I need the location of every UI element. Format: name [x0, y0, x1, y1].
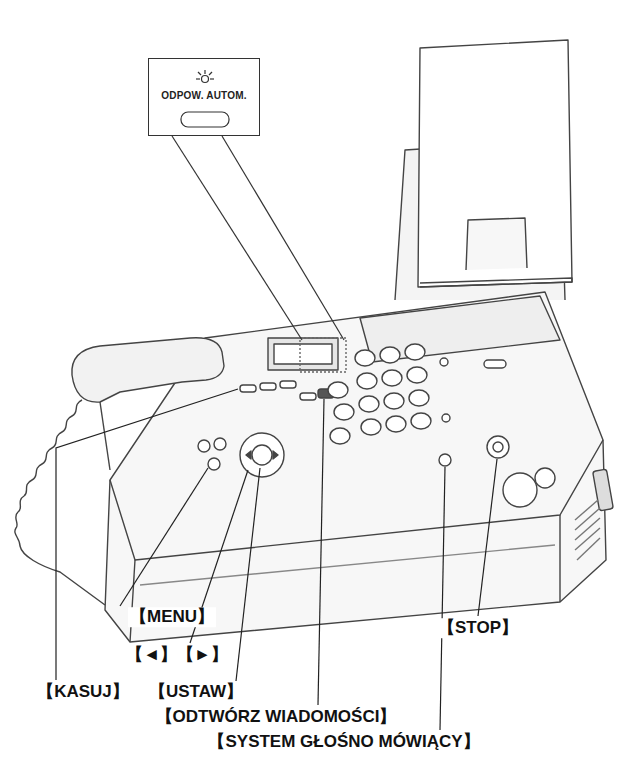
paper-guide	[466, 218, 527, 270]
button-label: 【STOP】	[436, 618, 520, 638]
button-inset: ODPOW. AUTOM.	[148, 58, 260, 136]
document-slot	[360, 296, 560, 362]
front-edge	[130, 560, 135, 642]
nav-pad	[240, 433, 284, 477]
leader-line	[478, 459, 497, 616]
menu-buttons	[198, 438, 226, 470]
stop-button	[493, 442, 503, 452]
stop-button	[487, 436, 509, 458]
fax-machine	[15, 40, 613, 642]
keypad	[328, 344, 506, 466]
nav-arrows	[246, 451, 278, 459]
leader-line	[318, 399, 324, 705]
button-label: 【SYSTEM GŁOŚNO MÓWIĄCY】	[206, 732, 481, 752]
front-edge	[559, 515, 560, 602]
leader-line	[120, 468, 208, 606]
button-label: 【◄】【►】	[124, 645, 230, 665]
leader-lines	[56, 389, 497, 730]
handset-base	[100, 402, 110, 470]
button-label: 【USTAW】	[147, 682, 245, 702]
lcd-screen	[274, 344, 332, 364]
button-label: 【KASUJ】	[35, 682, 131, 702]
leader-line	[56, 389, 238, 680]
function-buttons	[240, 381, 334, 400]
leader-line	[236, 468, 260, 681]
led-indicator	[196, 70, 214, 83]
copy-button	[535, 468, 555, 488]
handset-cord	[15, 400, 105, 605]
panel-edge	[110, 440, 603, 560]
handset	[72, 338, 224, 402]
paper-stack	[418, 40, 572, 287]
set-button	[252, 445, 272, 465]
lcd-display	[268, 338, 338, 370]
button-label: 【ODTWÓRZ WIADOMOŚCI】	[154, 707, 399, 727]
button-label: 【MENU】	[128, 607, 216, 627]
button-caption: ODPOW. AUTOM.	[149, 90, 259, 101]
start-button	[503, 473, 537, 507]
auto-answer-button	[181, 112, 229, 127]
paper-exit	[140, 545, 555, 585]
speaker-grille	[575, 500, 600, 560]
button-area	[300, 338, 346, 372]
leader-line	[440, 467, 445, 730]
paper-edge	[420, 278, 572, 287]
side-lever	[593, 469, 614, 511]
inset-leader	[172, 136, 344, 340]
